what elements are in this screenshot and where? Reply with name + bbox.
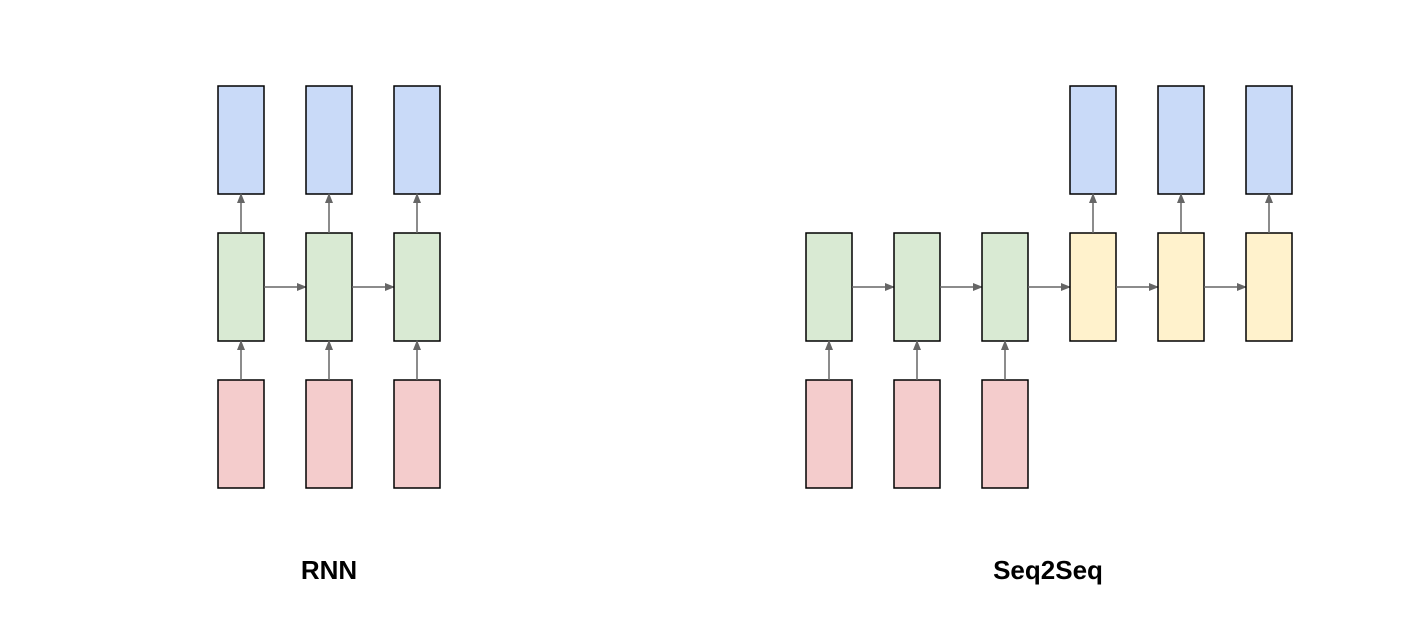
decoder-hidden-cell: [1245, 232, 1293, 342]
encoder-input-cell: [893, 379, 941, 489]
encoder-input-cell: [805, 379, 853, 489]
rnn-output-cell: [393, 85, 441, 195]
seq2seq-diagram: [805, 85, 1293, 489]
rnn-input-cell: [305, 379, 353, 489]
rnn-input-cell: [393, 379, 441, 489]
seq2seq-caption: Seq2Seq: [993, 555, 1103, 585]
rnn-diagram: [217, 85, 441, 489]
rnn-hidden-cell: [217, 232, 265, 342]
decoder-hidden-cell: [1157, 232, 1205, 342]
decoder-output-cell: [1069, 85, 1117, 195]
decoder-output-cell: [1157, 85, 1205, 195]
rnn-hidden-cell: [305, 232, 353, 342]
rnn-output-cell: [217, 85, 265, 195]
decoder-output-cell: [1245, 85, 1293, 195]
rnn-caption: RNN: [301, 555, 357, 585]
rnn-output-cell: [305, 85, 353, 195]
rnn-hidden-cell: [393, 232, 441, 342]
encoder-hidden-cell: [805, 232, 853, 342]
decoder-hidden-cell: [1069, 232, 1117, 342]
encoder-hidden-cell: [893, 232, 941, 342]
encoder-input-cell: [981, 379, 1029, 489]
rnn-input-cell: [217, 379, 265, 489]
encoder-hidden-cell: [981, 232, 1029, 342]
